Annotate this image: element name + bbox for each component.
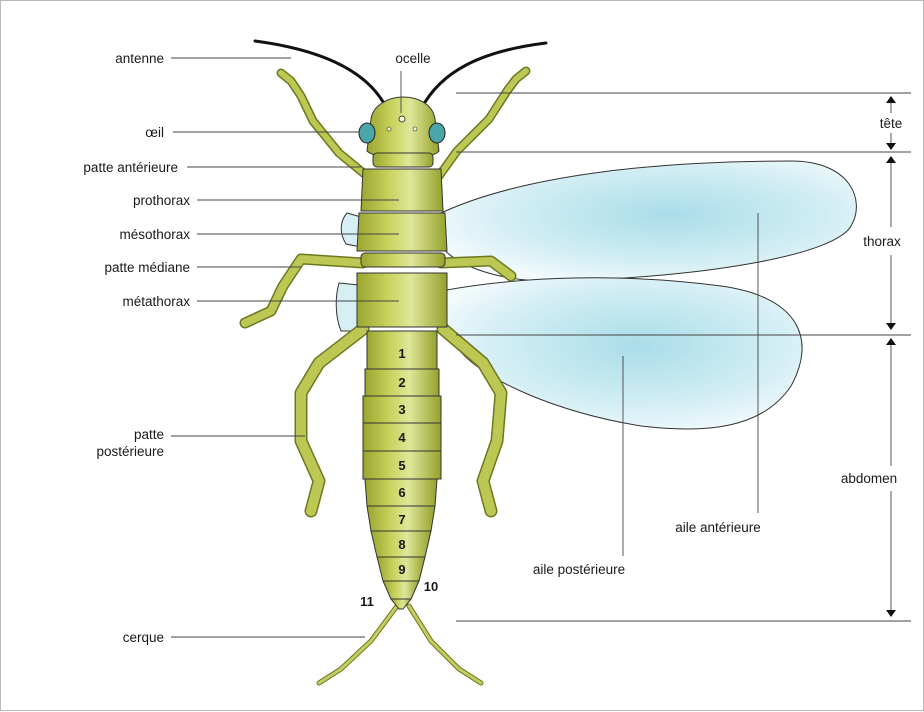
label-patte-anterieure: patte antérieure [83,160,178,175]
label-mesothorax: mésothorax [119,227,190,242]
label-cerque: cerque [123,630,164,645]
segment-number: 6 [398,485,405,500]
label-oeil: œil [145,125,164,140]
region-tete: tête [880,116,903,131]
left-cercus [319,606,397,683]
ocellus [399,116,405,122]
segment-number: 4 [398,430,406,445]
segment-number: 11 [360,594,374,609]
left-eye [359,123,375,143]
hindwing-base [336,283,359,331]
region-thorax: thorax [863,234,901,249]
segment-number: 10 [424,579,438,594]
label-patte-posterieure-2: postérieure [96,444,164,459]
label-antenne: antenne [115,51,164,66]
label-metathorax: métathorax [122,294,190,309]
segment-number: 1 [398,346,405,361]
neck [373,153,433,167]
metathorax-shape [357,273,447,327]
segment-number: 2 [398,375,405,390]
label-ocelle: ocelle [395,51,430,66]
mesothorax-shape [357,213,447,251]
left-antenna [255,41,387,109]
segment-number: 9 [398,562,405,577]
head [367,97,439,159]
label-aile-posterieure: aile postérieure [533,562,625,577]
right-cercus [409,606,481,683]
label-prothorax: prothorax [133,193,190,208]
label-patte-posterieure: patte [134,427,164,442]
segment-number: 7 [398,512,405,527]
segment-number: 5 [398,458,405,473]
region-abdomen: abdomen [841,471,897,486]
right-antenna [421,43,546,109]
right-eye [429,123,445,143]
label-aile-anterieure: aile antérieure [675,520,761,535]
segment-number: 3 [398,402,405,417]
forewing [441,161,856,281]
prothorax-shape [361,169,443,211]
segment-number: 8 [398,537,405,552]
label-patte-mediane: patte médiane [104,260,190,275]
